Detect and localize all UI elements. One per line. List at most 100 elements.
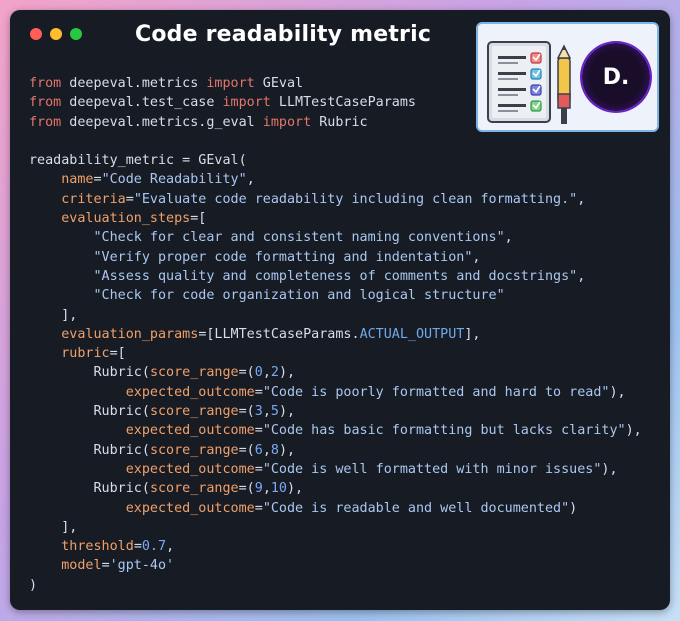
- code-token: from: [29, 114, 62, 130]
- code-token: "Code is readable and well documented": [262, 500, 570, 516]
- code-line: ​: [29, 132, 642, 151]
- code-line: ],: [29, 306, 642, 325]
- checklist-clipboard-icon: [487, 41, 572, 124]
- code-token: ,: [472, 249, 481, 265]
- code-token: ): [29, 577, 38, 593]
- code-line: expected_outcome="Code is poorly formatt…: [29, 383, 642, 402]
- code-token: [29, 558, 61, 573]
- logo-card: D.: [476, 22, 659, 132]
- code-token: [29, 501, 126, 516]
- code-token: deepeval.test_case: [61, 95, 223, 111]
- code-token: "Check for clear and consistent naming c…: [93, 230, 505, 246]
- code-token: ,: [262, 481, 271, 497]
- code-token: [29, 288, 94, 303]
- code-token: [29, 211, 61, 226]
- code-token: "Code is well formatted with minor issue…: [262, 461, 602, 477]
- code-token: ,: [504, 230, 513, 246]
- maximize-dot-icon[interactable]: [70, 28, 82, 40]
- code-token: 2: [270, 365, 279, 381]
- code-token: =[: [190, 211, 207, 227]
- code-token: rubric: [61, 346, 110, 362]
- code-token: GEval: [254, 76, 304, 91]
- code-line: model='gpt-4o': [29, 556, 642, 575]
- code-line: evaluation_steps=[: [29, 209, 642, 228]
- code-window: Code readability metric: [10, 10, 670, 610]
- code-token: ,: [262, 365, 271, 381]
- code-token: "Code Readability": [101, 172, 247, 188]
- code-token: ),: [278, 404, 296, 420]
- code-token: =: [254, 461, 263, 477]
- code-token: expected_outcome: [125, 461, 255, 477]
- code-token: "Verify proper code formatting and inden…: [93, 249, 473, 265]
- code-token: "Assess quality and completeness of comm…: [93, 268, 578, 284]
- code-token: 9: [254, 481, 263, 497]
- code-token: threshold: [61, 539, 134, 555]
- code-token: ],: [29, 307, 78, 323]
- code-token: [29, 385, 126, 400]
- code-token: [29, 462, 126, 477]
- code-token: [29, 172, 61, 187]
- code-line: Rubric(score_range=(3,5),: [29, 402, 642, 421]
- code-line: name="Code Readability",: [29, 170, 642, 189]
- code-line: "Verify proper code formatting and inden…: [29, 248, 642, 267]
- code-token: score_range: [149, 481, 239, 497]
- code-token: [29, 192, 61, 207]
- code-token: Rubric(: [29, 481, 150, 497]
- code-token: =(: [238, 404, 255, 420]
- code-token: evaluation_steps: [61, 211, 191, 227]
- code-token: criteria: [61, 191, 126, 207]
- code-token: ): [569, 500, 578, 516]
- code-line: evaluation_params=[LLMTestCaseParams.ACT…: [29, 325, 642, 344]
- code-token: =[LLMTestCaseParams.: [198, 326, 360, 342]
- code-token: import: [222, 95, 271, 111]
- code-token: =: [133, 539, 142, 555]
- code-line: rubric=[: [29, 344, 642, 363]
- code-token: evaluation_params: [61, 326, 199, 342]
- code-line: Rubric(score_range=(9,10),: [29, 479, 642, 498]
- code-token: LLMTestCaseParams: [270, 95, 416, 111]
- code-token: ],: [464, 326, 481, 342]
- code-token: expected_outcome: [125, 423, 255, 439]
- code-token: Rubric(: [29, 442, 150, 458]
- code-token: [29, 327, 61, 342]
- code-line: readability_metric = GEval(: [29, 151, 642, 170]
- code-token: [29, 539, 61, 554]
- code-line: criteria="Evaluate code readability incl…: [29, 190, 642, 209]
- code-token: score_range: [149, 404, 239, 420]
- code-token: 3: [254, 404, 263, 420]
- brand-logo: D.: [582, 43, 650, 111]
- window-controls: [30, 28, 82, 40]
- code-line: expected_outcome="Code is readable and w…: [29, 499, 642, 518]
- code-line: "Assess quality and completeness of comm…: [29, 267, 642, 286]
- code-token: from: [29, 76, 62, 91]
- code-token: deepeval.metrics.g_eval: [61, 114, 263, 130]
- code-token: 10: [270, 481, 287, 497]
- code-token: =: [125, 191, 134, 207]
- code-token: =: [93, 172, 102, 188]
- code-token: 0.7: [141, 539, 167, 555]
- code-token: =(: [238, 365, 255, 381]
- code-token: readability_metric = GEval(: [29, 153, 247, 169]
- code-token: [29, 346, 61, 361]
- code-line: expected_outcome="Code is well formatted…: [29, 460, 642, 479]
- code-token: ),: [609, 384, 626, 400]
- code-line: "Check for clear and consistent naming c…: [29, 228, 642, 247]
- code-line: ): [29, 576, 642, 595]
- code-token: [29, 423, 126, 438]
- code-line: from deepeval.test_case import LLMTestCa…: [29, 93, 642, 112]
- code-token: =: [254, 500, 263, 516]
- code-line: Rubric(score_range=(0,2),: [29, 363, 642, 382]
- close-dot-icon[interactable]: [30, 28, 42, 40]
- minimize-dot-icon[interactable]: [50, 28, 62, 40]
- code-token: ),: [278, 442, 296, 458]
- code-token: [29, 250, 94, 265]
- code-line: threshold=0.7,: [29, 537, 642, 556]
- code-token: ,: [577, 268, 586, 284]
- code-token: ,: [246, 172, 255, 188]
- code-token: score_range: [149, 442, 239, 458]
- code-token: 'gpt-4o': [109, 558, 175, 574]
- code-token: "Check for code organization and logical…: [93, 288, 505, 304]
- code-token: import: [206, 76, 255, 91]
- code-line: expected_outcome="Code has basic formatt…: [29, 421, 642, 440]
